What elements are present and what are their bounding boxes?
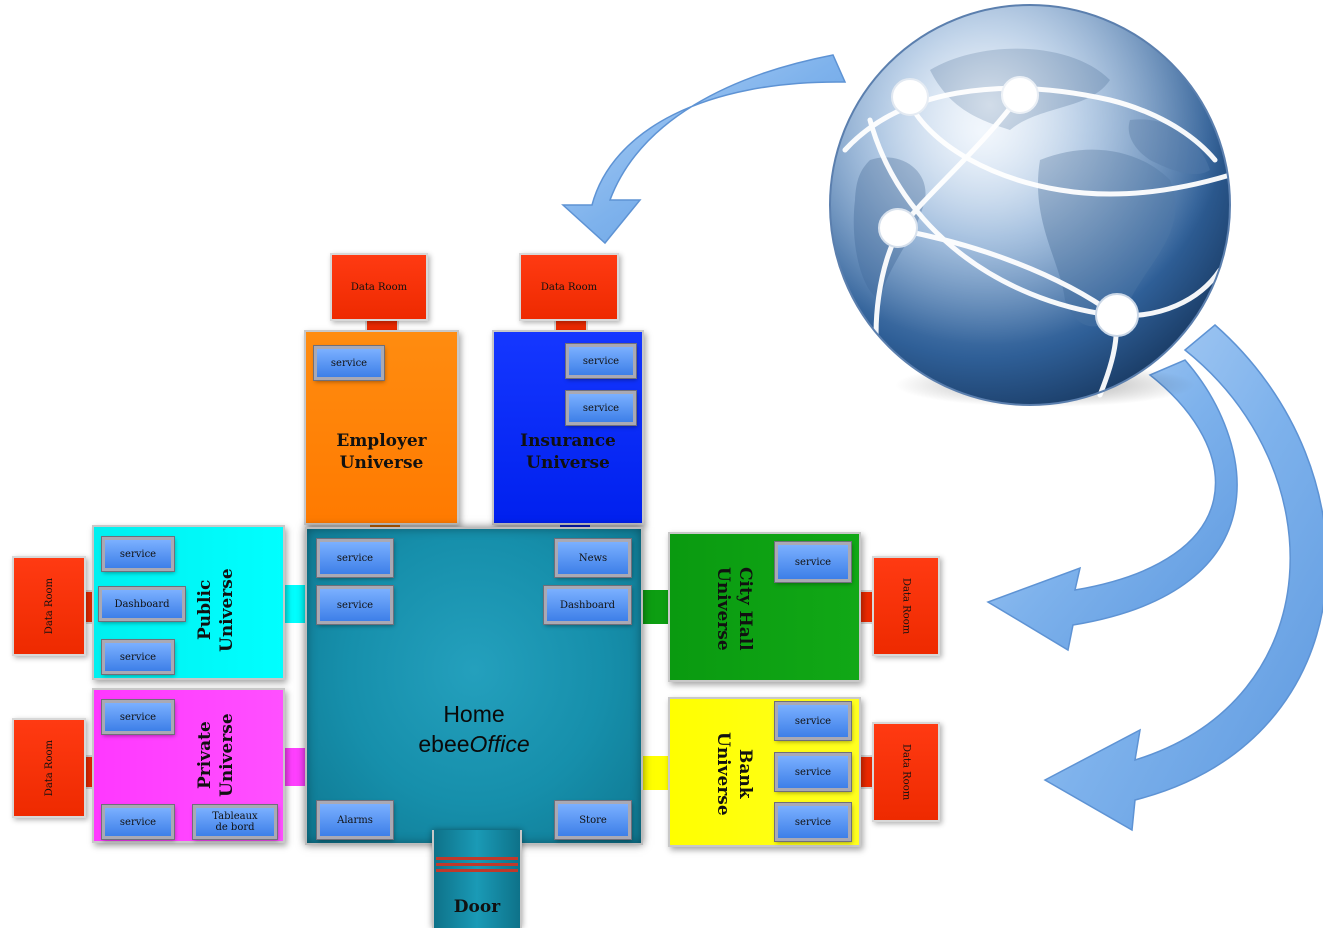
data-room-label: Data Room: [43, 577, 55, 635]
service-button[interactable]: service: [774, 802, 852, 842]
data-room-bank[interactable]: Data Room: [872, 722, 940, 822]
data-room-employer[interactable]: Data Room: [330, 253, 428, 321]
curved-arrow-icon: [1043, 324, 1323, 832]
data-room-label: Data Room: [900, 743, 912, 801]
service-button[interactable]: service: [101, 639, 175, 675]
service-button[interactable]: service: [316, 538, 394, 578]
dashboard-button[interactable]: Dashboard: [98, 586, 186, 622]
curved-arrow-icon: [986, 359, 1238, 652]
service-button[interactable]: service: [316, 585, 394, 625]
service-button[interactable]: service: [774, 701, 852, 741]
service-button[interactable]: service: [101, 699, 175, 735]
data-room-label: Data Room: [540, 281, 598, 293]
service-button[interactable]: service: [101, 536, 175, 572]
data-room-cityhall[interactable]: Data Room: [872, 556, 940, 656]
store-button[interactable]: Store: [554, 800, 632, 840]
data-room-label: Data Room: [43, 739, 55, 797]
service-button[interactable]: service: [565, 343, 637, 379]
globe-icon: [829, 4, 1233, 407]
data-room-insurance[interactable]: Data Room: [519, 253, 619, 321]
service-button[interactable]: service: [101, 804, 175, 840]
data-room-label: Data Room: [350, 281, 408, 293]
data-room-private[interactable]: Data Room: [12, 718, 86, 818]
news-button[interactable]: News: [554, 538, 632, 578]
data-room-label: Data Room: [900, 577, 912, 635]
service-button[interactable]: service: [313, 345, 385, 381]
door-label: Door: [453, 897, 501, 917]
alarms-button[interactable]: Alarms: [316, 800, 394, 840]
dashboard-button[interactable]: Dashboard: [543, 585, 632, 625]
service-button[interactable]: service: [565, 390, 637, 426]
home-ebeeoffice[interactable]: service service News Dashboard Alarms St…: [305, 527, 643, 845]
home-title: Home ebeeOffice: [418, 701, 530, 757]
service-button[interactable]: service: [774, 752, 852, 792]
service-button[interactable]: service: [774, 541, 852, 583]
door[interactable]: Door: [432, 830, 522, 928]
curved-arrow-icon: [561, 54, 847, 245]
data-room-public[interactable]: Data Room: [12, 556, 86, 656]
